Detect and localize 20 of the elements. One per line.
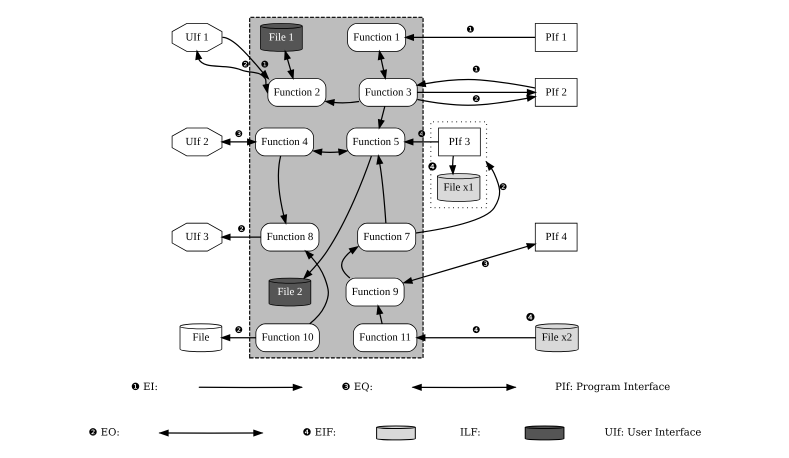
edge-label: ❷ (240, 59, 250, 70)
node-label: ❹ (525, 312, 536, 324)
edge-label: ❸ (480, 259, 490, 270)
legend-label: ❷ EO: (88, 428, 120, 439)
edge-label: ❷ (236, 224, 246, 236)
edge-label: ❷ (472, 94, 480, 106)
label: UIf: User Interface (604, 428, 701, 439)
legend-label: ❸ EQ: (341, 382, 372, 393)
legend-label: ❶ EI: (130, 382, 158, 393)
edge-label: ❶ (472, 64, 480, 76)
label: PIf: Program Interface (554, 382, 670, 393)
edge-label: ❹ (472, 324, 480, 336)
edge-label: ❷ (498, 182, 507, 193)
legend-label: ILF: (459, 428, 480, 439)
node-label: ❹ (426, 162, 437, 174)
edge-label: ❸ (234, 128, 242, 140)
legend-label: ❹ EIF: (302, 428, 336, 439)
edge-label: ❶ (260, 59, 268, 70)
edge-label: ❶ (466, 24, 474, 36)
edge-label: ❷ (234, 324, 242, 336)
